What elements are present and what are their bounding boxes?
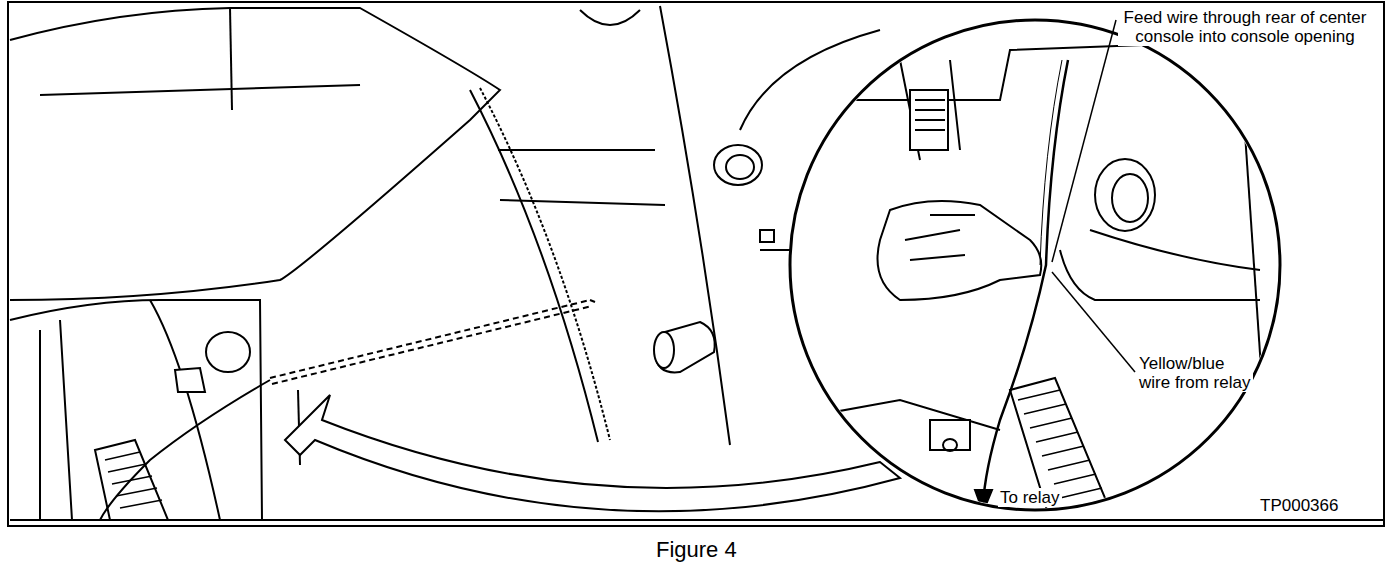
zoom-circle	[790, 20, 1280, 520]
wire	[590, 300, 595, 302]
zoom-circle	[1018, 390, 1102, 498]
zoom-arrow	[285, 395, 900, 511]
dashboard	[470, 90, 598, 442]
zoom-circle	[905, 215, 975, 260]
console-knob	[714, 145, 762, 185]
dashboard	[10, 8, 500, 300]
wire-label: Yellow/blue wire from relay	[1137, 354, 1253, 392]
parking-brake	[654, 332, 674, 368]
zoom-circle	[1060, 250, 1260, 300]
console-knob	[175, 145, 774, 392]
parking-brake	[654, 322, 715, 372]
wire	[100, 380, 270, 520]
dashboard	[498, 150, 665, 205]
leader-line	[1052, 272, 1135, 372]
zoom-circle	[930, 420, 970, 450]
zoom-circle	[1095, 159, 1155, 231]
dashboard	[10, 300, 262, 520]
frame	[8, 2, 1384, 526]
zoom-circle	[915, 100, 945, 130]
dashboard	[10, 6, 1383, 520]
zoom-circle	[910, 90, 948, 150]
figure-code: TP000366	[1258, 496, 1340, 515]
zoom-circle	[983, 60, 1068, 505]
direction-label: To relay	[998, 488, 1062, 507]
wire	[272, 306, 592, 384]
console-knob	[175, 368, 205, 392]
dashboard	[40, 85, 360, 95]
zoom-circle	[1112, 174, 1148, 222]
dashboard	[660, 6, 730, 445]
zoom-circle	[943, 439, 957, 451]
zoom-circle	[790, 40, 1280, 100]
zoom-arrow	[285, 395, 900, 511]
zoom-circle	[1090, 230, 1260, 270]
figure-caption: Figure 4	[656, 537, 737, 563]
dashboard	[230, 8, 232, 110]
zoom-circle	[975, 490, 992, 512]
zoom-circle	[900, 60, 960, 160]
dashboard	[40, 320, 72, 520]
console-knob	[760, 230, 774, 242]
console-knob	[206, 332, 250, 372]
dashboard	[580, 10, 640, 25]
wire	[270, 300, 590, 378]
console-knob	[726, 155, 754, 179]
dashboard	[10, 519, 1383, 521]
zoom-circle	[1240, 60, 1270, 500]
zoom-circle	[878, 201, 1042, 300]
leader-line	[1052, 20, 1135, 372]
callout-note: Feed wire through rear of center console…	[1118, 8, 1372, 46]
leader-line	[1052, 20, 1116, 262]
zoom-circle	[790, 40, 1280, 520]
parking-brake	[655, 322, 715, 372]
dashboard	[150, 300, 220, 520]
